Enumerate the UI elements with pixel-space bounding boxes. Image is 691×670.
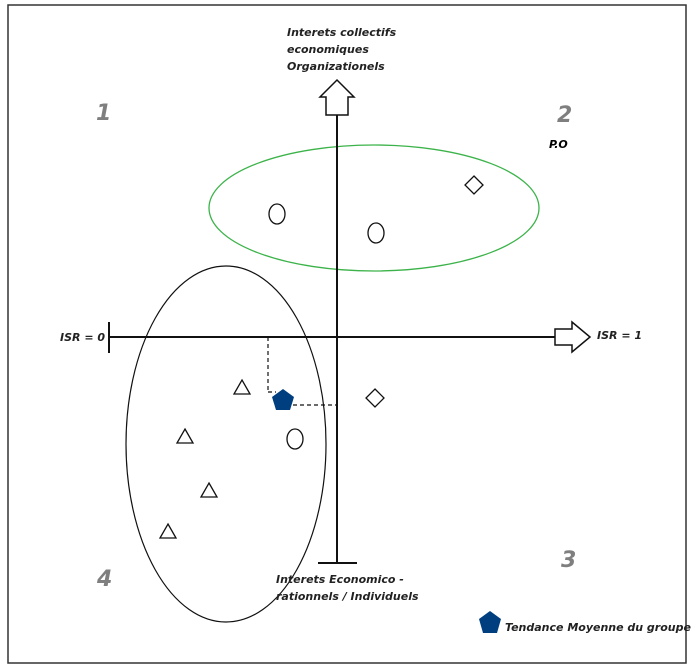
po-label: P.O [549,138,568,151]
circle-marker [268,203,286,225]
legend-pentagon-icon [479,611,501,633]
black-group-ellipse [125,265,327,623]
diamond-marker [464,175,484,195]
right-axis-label: ISR = 1 [597,329,642,342]
circle-marker [286,428,304,450]
frame [7,4,687,664]
legend-label: Tendance Moyenne du groupe [505,621,691,634]
up-arrow-icon [318,78,356,116]
triangle-marker [199,481,219,498]
triangle-marker [158,522,178,539]
bottom-label-line-2: rationnels / Individuels [276,590,419,603]
green-group-ellipse [208,144,540,272]
quadrant-4-label: 4 [96,567,112,592]
triangle-marker [232,378,252,395]
bottom-label-line-1: Interets Economico - [276,573,404,586]
diamond-marker [365,388,385,408]
top-label-line-1: Interets collectifs [287,26,397,39]
group-average-pentagon [272,389,294,410]
quadrant-1-label: 1 [96,101,111,126]
quadrant-2-label: 2 [557,103,572,128]
left-axis-label: ISR = 0 [60,331,105,344]
circle-marker [367,222,385,244]
quadrant-3-label: 3 [561,548,576,573]
right-arrow-icon [554,320,592,354]
top-label-line-2: economiques [287,43,369,56]
top-label-line-3: Organizationels [287,60,385,73]
triangle-marker [175,427,195,444]
